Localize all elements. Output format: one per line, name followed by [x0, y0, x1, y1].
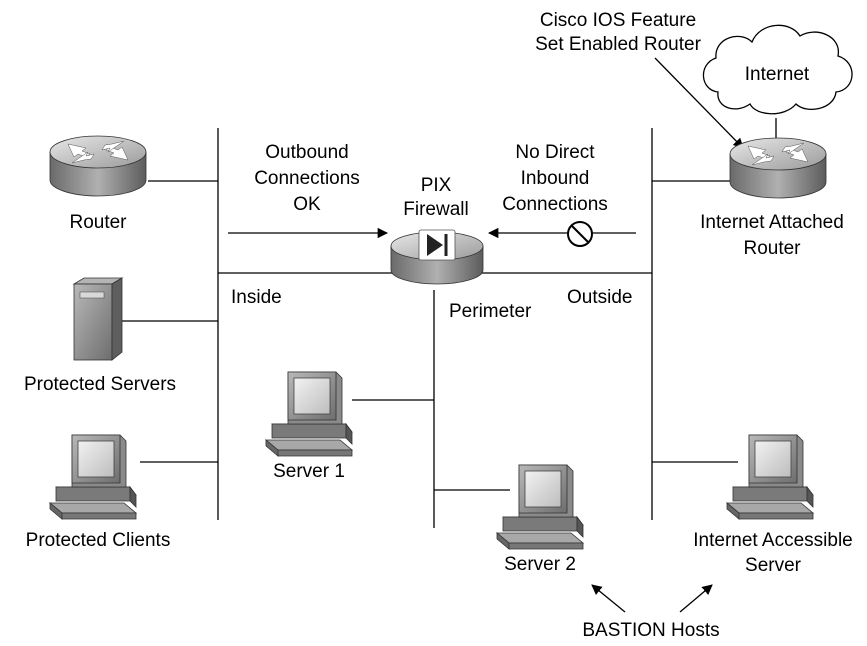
no-direct-label-line3: Connections: [502, 194, 608, 215]
internet-label: Internet: [745, 64, 810, 85]
protected-clients-pc-icon: [49, 434, 137, 520]
internet-attached-router-label-line1: Internet Attached: [700, 212, 844, 233]
perimeter-label: Perimeter: [449, 301, 532, 322]
inside-label: Inside: [231, 287, 282, 308]
bastion-arrow-left: [591, 584, 626, 613]
internet-attached-router-label-line2: Router: [743, 238, 801, 259]
outbound-label-line2: Connections: [254, 168, 360, 189]
server1-label: Server 1: [273, 461, 345, 482]
server-tower-icon: [72, 277, 124, 361]
cisco-ios-label-line1: Cisco IOS Feature: [540, 10, 696, 31]
internet-accessible-label-line1: Internet Accessible: [693, 530, 852, 551]
no-direct-label-line1: No Direct: [515, 142, 595, 163]
outbound-label-line1: Outbound: [265, 142, 348, 163]
bastion-arrow-right: [679, 584, 713, 613]
server1-pc-icon: [265, 371, 353, 457]
server2-pc-icon: [496, 464, 584, 550]
internet-accessible-label-line2: Server: [745, 555, 802, 576]
protected-servers-label: Protected Servers: [24, 374, 176, 395]
pix-firewall-icon: [390, 229, 484, 285]
cisco-ios-pointer-arrow: [654, 57, 744, 149]
server2-label: Server 2: [504, 554, 576, 575]
bastion-hosts-label: BASTION Hosts: [582, 620, 719, 641]
internet-cloud: Internet: [702, 24, 853, 115]
perimeter-network-bus: [352, 290, 510, 528]
outside-network-bus: [480, 128, 738, 520]
internet-attached-router-icon: [729, 137, 827, 199]
inside-network-bus: [120, 128, 394, 520]
pix-label: PIX: [421, 175, 452, 196]
cisco-ios-label-line2: Set Enabled Router: [535, 34, 702, 55]
prohibited-icon: [567, 221, 593, 247]
router-icon: [49, 135, 147, 197]
outside-label: Outside: [567, 287, 632, 308]
no-direct-label-line2: Inbound: [521, 168, 590, 189]
internet-accessible-server-pc-icon: [726, 434, 814, 520]
outbound-label-line3: OK: [293, 194, 321, 215]
router-label: Router: [69, 212, 127, 233]
protected-clients-label: Protected Clients: [26, 530, 171, 551]
firewall-label: Firewall: [403, 199, 468, 220]
